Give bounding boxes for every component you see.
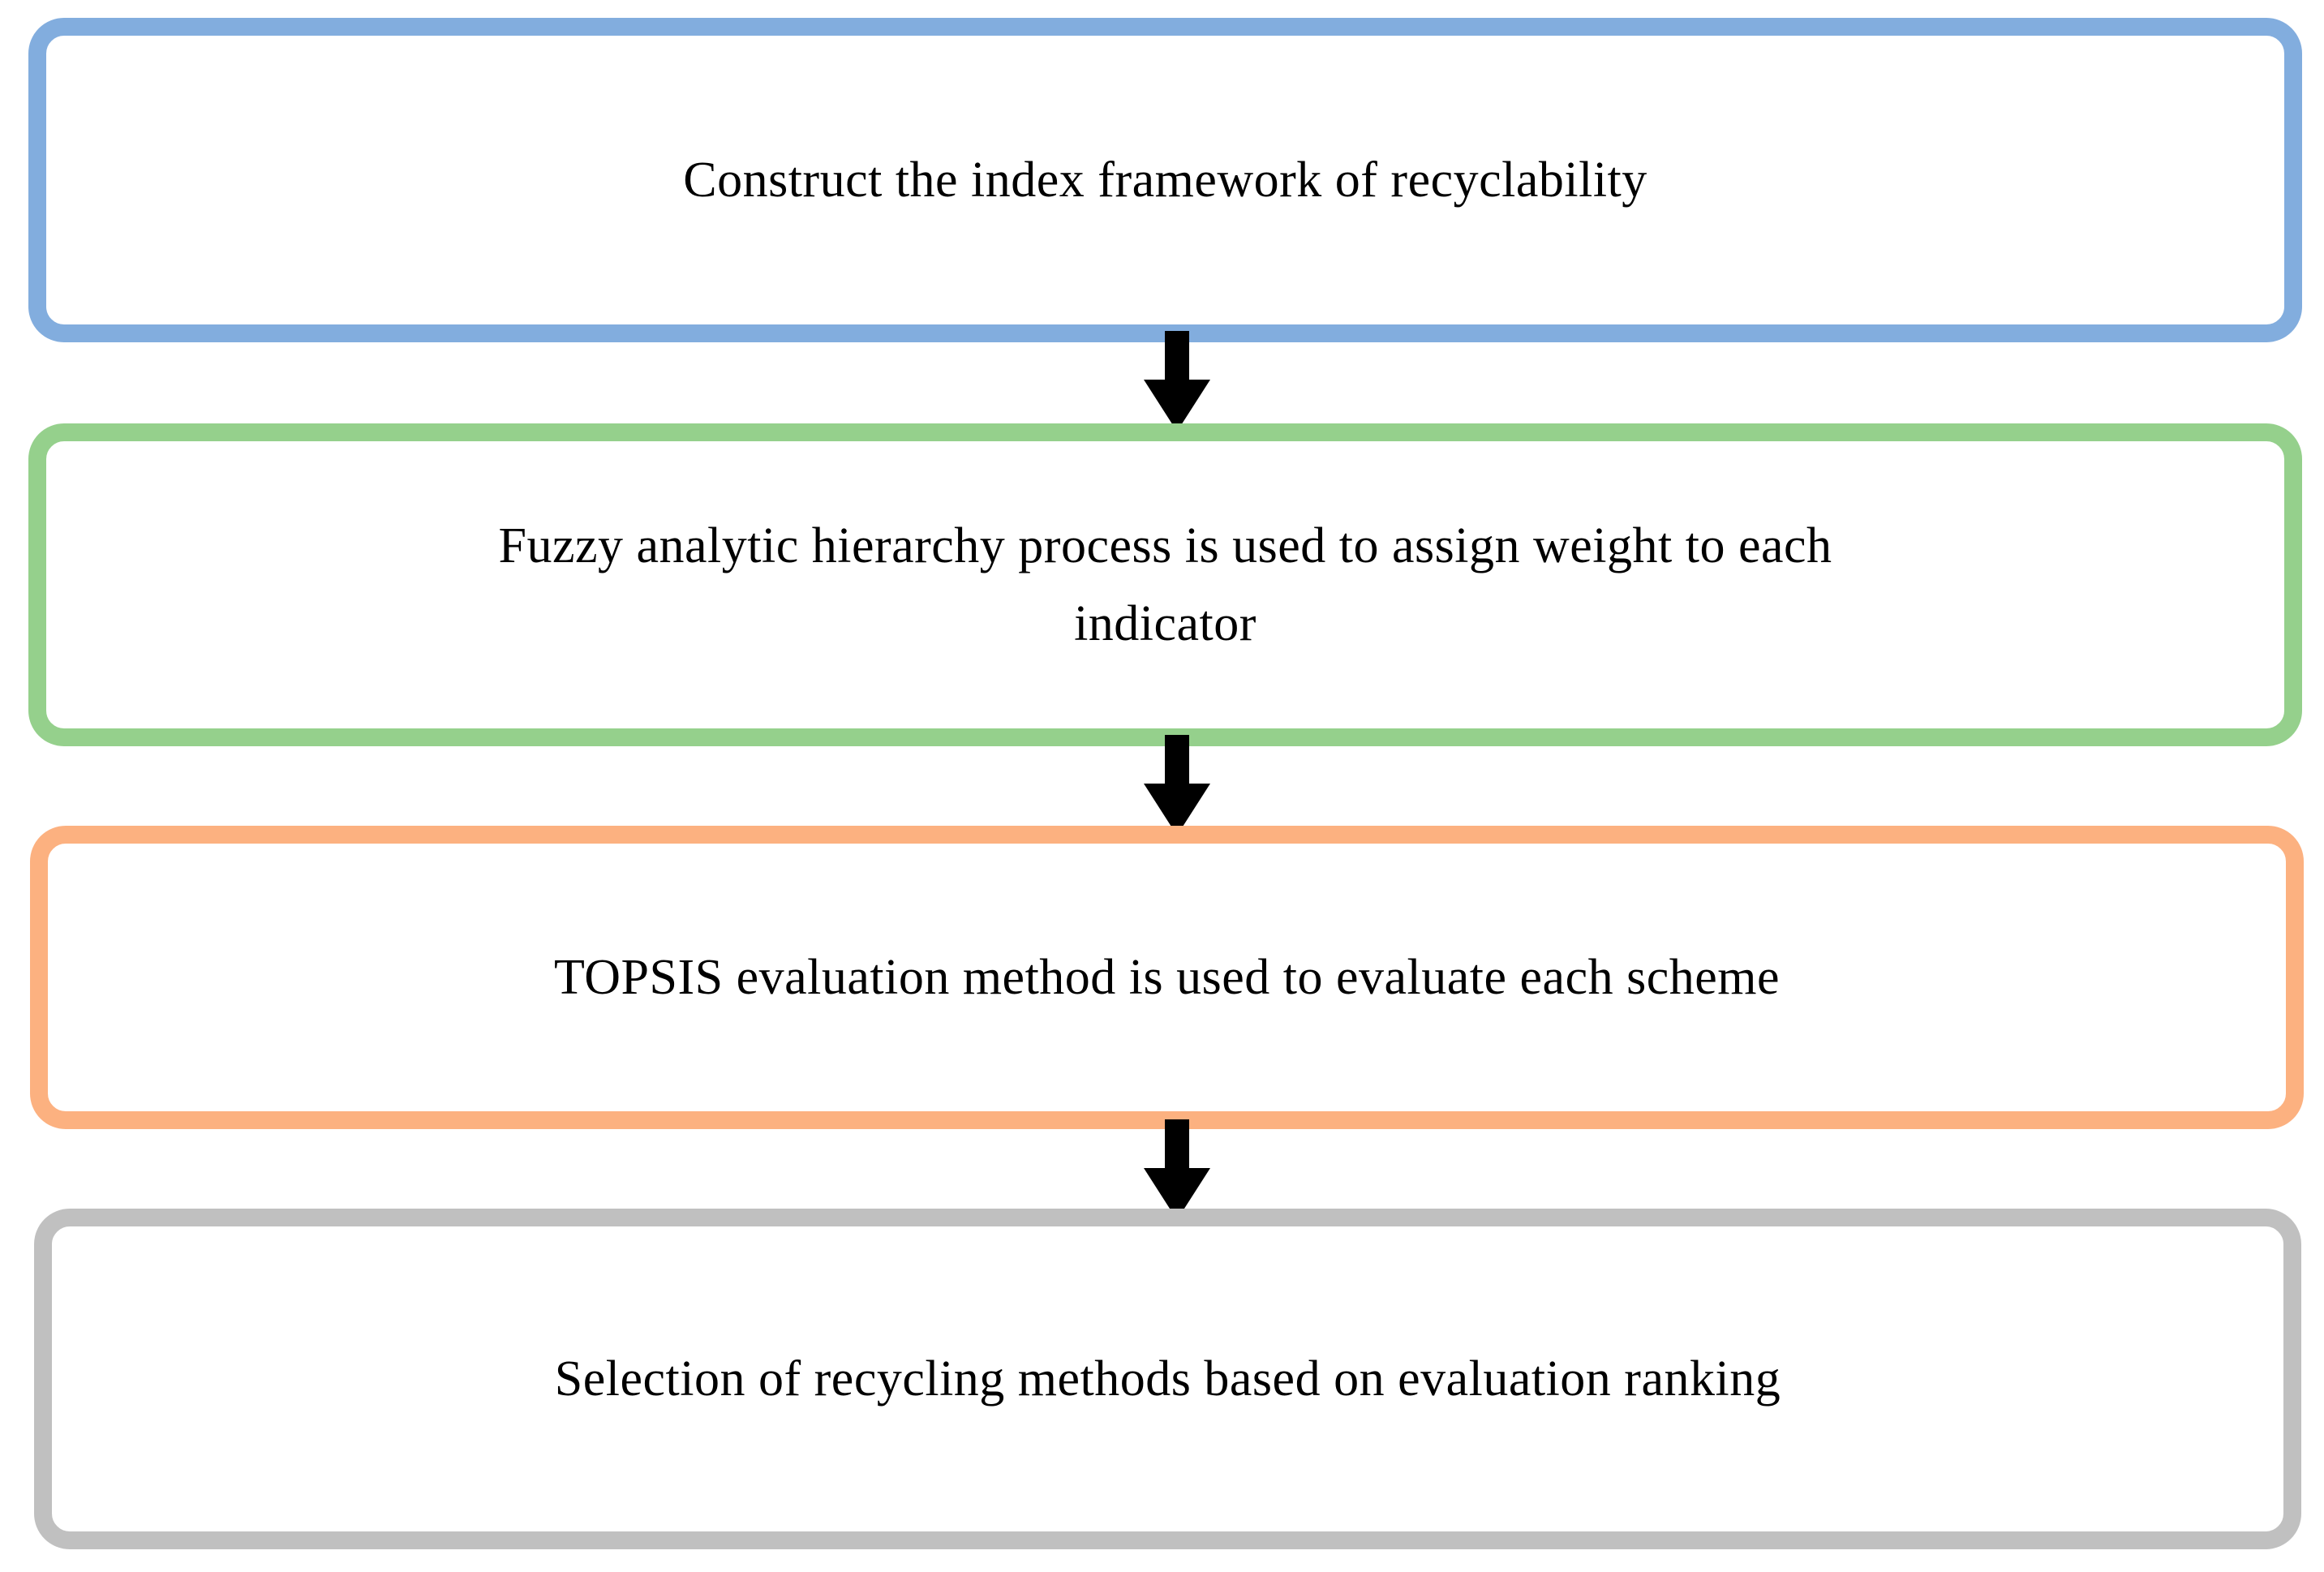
flow-node-construct-index-framework[interactable]: Construct the index framework of recycla… [28, 18, 2302, 342]
flow-node-label: TOPSIS evaluation method is used to eval… [553, 949, 1781, 1005]
flow-node-fuzzy-ahp-weight[interactable]: Fuzzy analytic hierarchy process is used… [28, 423, 2302, 746]
flow-node-label: Selection of recycling methods based on … [554, 1351, 1781, 1407]
flow-node-topsis-evaluation[interactable]: TOPSIS evaluation method is used to eval… [30, 826, 2304, 1129]
flow-node-label: Construct the index framework of recycla… [683, 152, 1647, 208]
flow-node-selection-of-recycling-methods[interactable]: Selection of recycling methods based on … [34, 1209, 2301, 1549]
arrow-down-icon [1142, 331, 1212, 432]
arrow-down-icon [1142, 1119, 1212, 1220]
arrow-down-icon [1142, 735, 1212, 835]
flow-node-label: Fuzzy analytic hierarchy process is used… [498, 518, 1832, 651]
